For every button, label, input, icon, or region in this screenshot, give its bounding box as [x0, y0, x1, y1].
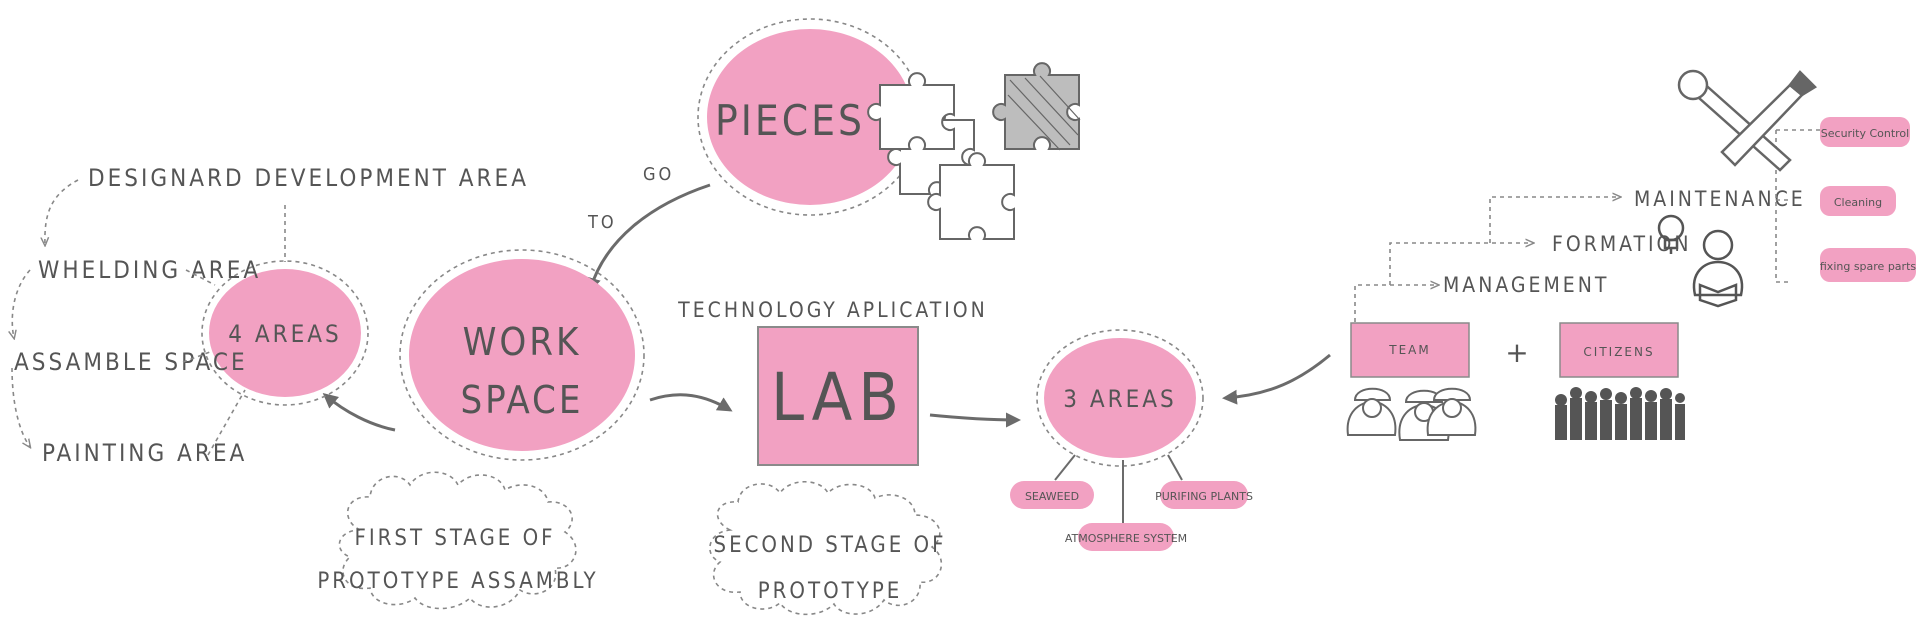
lab-area-connectors: [1054, 454, 1183, 523]
work-area-connectors: [12, 179, 286, 456]
work-areas-list: DESIGNARD DEVELOPMENT AREA WHELDING AREA…: [14, 164, 529, 467]
lab-area-pill: SEAWEED: [1010, 481, 1094, 509]
technology-application-label: TECHNOLOGY APLICATION: [677, 298, 988, 322]
arrow-team-to-three-areas: [1222, 353, 1331, 405]
work-area-label: ASSAMBLE SPACE: [14, 348, 248, 376]
second-stage-cloud: SECOND STAGE OF PROTOTYPE: [709, 481, 947, 616]
tools-icon: [1677, 69, 1818, 172]
arrow-workspace-to-four-areas: [322, 393, 396, 432]
workers-icon: [1346, 387, 1477, 441]
three-areas-node: 3 AREAS: [1036, 329, 1204, 467]
maintenance-pill: fixing spare parts: [1820, 248, 1917, 282]
citizens-label: CITIZENS: [1583, 345, 1654, 359]
maintenance-label: MAINTENANCE: [1634, 187, 1806, 211]
work-space-line2: SPACE: [460, 378, 583, 422]
pieces-node: PIECES: [697, 18, 923, 216]
team-node: TEAM: [1350, 322, 1470, 378]
management-label: MANAGEMENT: [1443, 273, 1609, 297]
lab-area-text: SEAWEED: [1025, 490, 1079, 503]
lab-area-pill: PURIFING PLANTS: [1155, 481, 1253, 509]
reader-icon: [1692, 229, 1744, 308]
plus-sign: +: [1505, 336, 1528, 369]
citizens-node: CITIZENS: [1559, 322, 1679, 378]
to-label: TO: [587, 212, 617, 233]
puzzle-pieces-icon: [867, 62, 1081, 240]
go-label: GO: [643, 164, 674, 185]
maintenance-pill: Cleaning: [1820, 186, 1896, 216]
maintenance-item: Cleaning: [1834, 196, 1882, 209]
lab-area-text: ATMOSPHERE SYSTEM: [1065, 532, 1187, 545]
second-stage-line1: SECOND STAGE OF: [714, 533, 947, 558]
work-space-line1: WORK: [463, 320, 582, 364]
first-stage-line1: FIRST STAGE OF: [354, 526, 555, 551]
arrow-pieces-to-workspace: [586, 183, 711, 293]
lab-area-pill: ATMOSPHERE SYSTEM: [1065, 523, 1187, 551]
lab-node: TECHNOLOGY APLICATION LAB: [677, 298, 988, 466]
work-space-node: WORK SPACE: [399, 249, 645, 461]
lab-area-text: PURIFING PLANTS: [1155, 490, 1253, 503]
second-stage-line2: PROTOTYPE: [758, 579, 903, 604]
arrow-lab-to-three-areas: [929, 412, 1021, 428]
management-connectors: [1354, 197, 1620, 322]
lightbulb-icon: [1657, 214, 1685, 254]
four-areas-label: 4 AREAS: [228, 320, 341, 348]
work-area-label: PAINTING AREA: [42, 439, 247, 467]
lab-label: LAB: [771, 359, 905, 436]
work-area-label: DESIGNARD DEVELOPMENT AREA: [88, 164, 529, 192]
maintenance-pill: Security Control: [1820, 117, 1910, 147]
maintenance-item: Security Control: [1821, 127, 1909, 140]
four-areas-node: 4 AREAS: [201, 260, 369, 406]
first-stage-cloud: FIRST STAGE OF PROTOTYPE ASSAMBLY: [317, 471, 598, 610]
maintenance-item: fixing spare parts: [1820, 260, 1917, 273]
team-label: TEAM: [1388, 343, 1430, 357]
three-areas-label: 3 AREAS: [1063, 385, 1176, 413]
work-area-label: WHELDING AREA: [38, 256, 261, 284]
crowd-icon: [1555, 387, 1685, 440]
first-stage-line2: PROTOTYPE ASSAMBLY: [317, 569, 598, 594]
pieces-label: PIECES: [715, 96, 865, 145]
arrow-workspace-to-lab: [649, 393, 733, 412]
